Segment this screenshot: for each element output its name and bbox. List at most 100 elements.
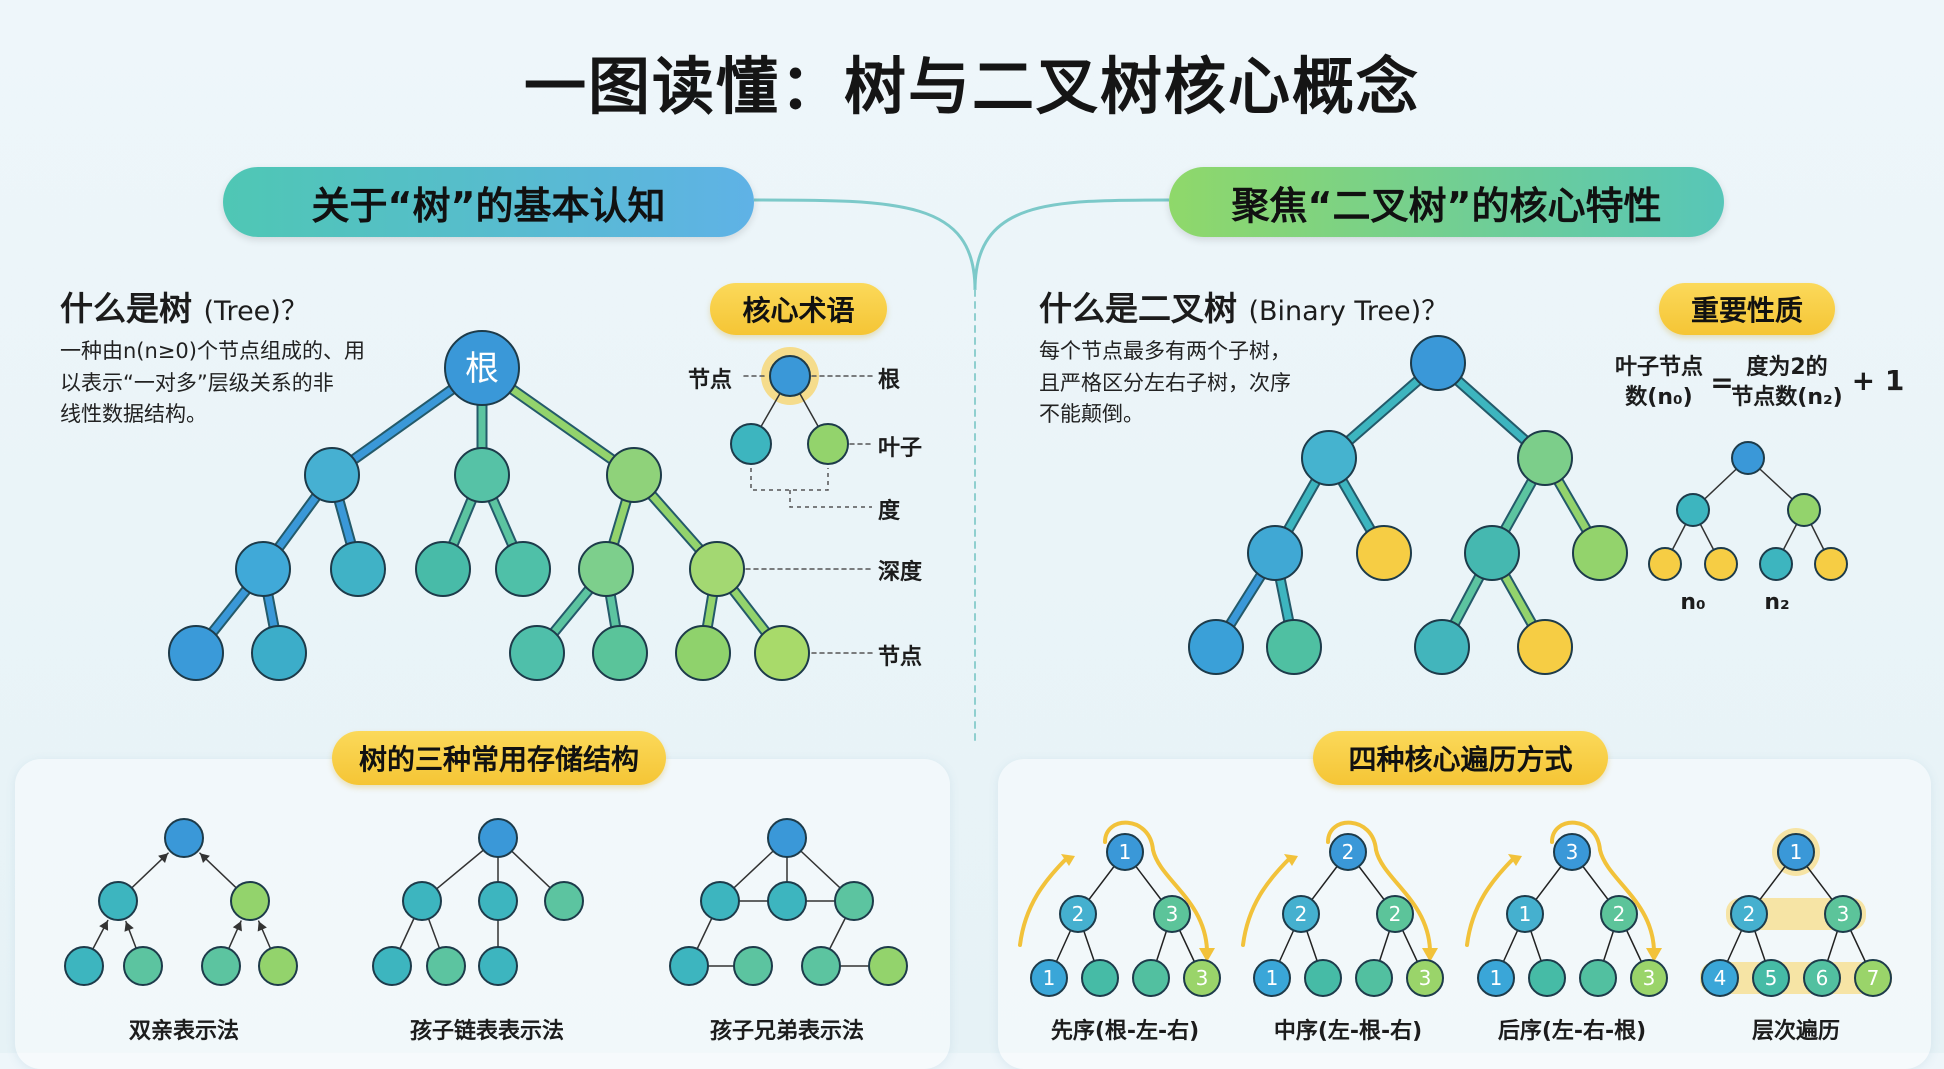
tree-node (478, 946, 518, 986)
node-label: 2 (1295, 902, 1308, 926)
tree-node (1406, 959, 1444, 997)
tree-node (330, 541, 386, 597)
tree-node (495, 541, 551, 597)
storage-structures-label: 树的三种常用存储结构 (332, 731, 666, 785)
degree-bracket (750, 468, 872, 508)
arrow-head (1508, 854, 1522, 866)
tree-node (700, 881, 740, 921)
tree-node (1630, 959, 1668, 997)
tree-node (669, 946, 709, 986)
term-node: 节点 (878, 645, 923, 670)
arrow-head (1284, 854, 1298, 866)
tree-node (230, 881, 270, 921)
node-label: 6 (1816, 966, 1829, 990)
tree-node (1247, 525, 1303, 581)
tree-node (454, 447, 510, 503)
tree-node (1059, 895, 1097, 933)
tree-node (1787, 493, 1821, 527)
tree-node (372, 946, 412, 986)
tree-node (1153, 895, 1191, 933)
tree-node (1648, 547, 1682, 581)
tree-node (123, 946, 163, 986)
formula-plus-one: + 1 (1851, 364, 1905, 397)
term-node-left: 节点 (688, 368, 733, 393)
tree-node (235, 541, 291, 597)
tree-node (868, 946, 908, 986)
tree-node (606, 447, 662, 503)
node-label: 2 (1342, 840, 1355, 864)
tree-node (1414, 619, 1470, 675)
description-line: 且严格区分左右子树，次序 (1039, 370, 1291, 395)
tree-node (1106, 833, 1144, 871)
node-label: 4 (1714, 966, 1727, 990)
tree-node (98, 881, 138, 921)
node-label: 2 (1613, 902, 1626, 926)
tree-node (1517, 430, 1573, 486)
tree-node (544, 881, 584, 921)
tree-node (1410, 335, 1466, 391)
node-label: 5 (1765, 966, 1778, 990)
n2-label: n₂ (1764, 590, 1790, 615)
tree-node (733, 946, 773, 986)
tree-node (1676, 493, 1710, 527)
formula-lhs: 叶子节点 数(n₀) (1615, 353, 1703, 413)
description-line: 每个节点最多有两个子树， (1039, 339, 1291, 363)
formula-rhs-line1: 度为2的 (1746, 355, 1828, 380)
traversal-path-arrow (1018, 856, 1069, 947)
node-label: 1 (1119, 840, 1132, 864)
node-label: 1 (1043, 966, 1056, 990)
formula-rhs: 度为2的 节点数(n₂) (1731, 353, 1842, 413)
arrow-head (99, 920, 109, 931)
tree-node (1517, 619, 1573, 675)
key-properties-label: 重要性质 (1659, 283, 1835, 335)
node-label: 2 (1743, 902, 1756, 926)
node-label: 1 (1490, 966, 1503, 990)
tree-heading: 什么是树 (Tree)？ (60, 282, 308, 330)
tree-node (1506, 895, 1544, 933)
traversal-methods-label: 四种核心遍历方式 (1313, 731, 1608, 785)
arrow-head (232, 921, 242, 932)
tree-node (1528, 959, 1566, 997)
tree-node (258, 946, 298, 986)
tree-node (251, 625, 307, 681)
tree-node (1752, 959, 1790, 997)
traversal-path-arrow (1550, 820, 1656, 952)
binary-tree-description: 每个节点最多有两个子树， 且严格区分左右子树，次序 不能颠倒。 (1039, 336, 1291, 431)
tree-node (478, 818, 518, 858)
description-line: 不能颠倒。 (1039, 402, 1144, 426)
formula-equals: = (1710, 366, 1734, 399)
tree-node (1731, 441, 1765, 475)
node-label: 2 (1072, 902, 1085, 926)
tree-node (426, 946, 466, 986)
tree-node (1304, 959, 1342, 997)
node-label: 7 (1867, 966, 1880, 990)
tree-node (578, 541, 634, 597)
tree-node (1329, 833, 1367, 871)
tree-node (415, 541, 471, 597)
tree-node (1759, 547, 1793, 581)
storage-method-label: 孩子链表表示法 (409, 1019, 565, 1044)
arrow-head (1422, 948, 1438, 962)
tree-node (1572, 525, 1628, 581)
tree-node (1704, 547, 1738, 581)
tree-node (304, 447, 360, 503)
node-label: 3 (1643, 966, 1656, 990)
tree-node (730, 423, 772, 465)
tree-node (1803, 959, 1841, 997)
tree-node (767, 818, 807, 858)
tree-node (1266, 619, 1322, 675)
traversal-method-label: 后序(左-右-根) (1497, 1019, 1647, 1044)
tree-node (834, 881, 874, 921)
tree-heading-text: 什么是树 (60, 289, 192, 328)
tree-node (1183, 959, 1221, 997)
node-label: 根 (465, 349, 499, 389)
level-highlight (1700, 962, 1892, 994)
tree-node (801, 946, 841, 986)
node-label: 1 (1266, 966, 1279, 990)
tree-node (64, 946, 104, 986)
description-line: 线性数据结构。 (60, 402, 207, 426)
binary-tree-heading: 什么是二叉树 (Binary Tree)？ (1039, 282, 1448, 330)
tree-node (1579, 959, 1617, 997)
tree-node (769, 355, 811, 397)
arrow-head (1199, 948, 1215, 962)
